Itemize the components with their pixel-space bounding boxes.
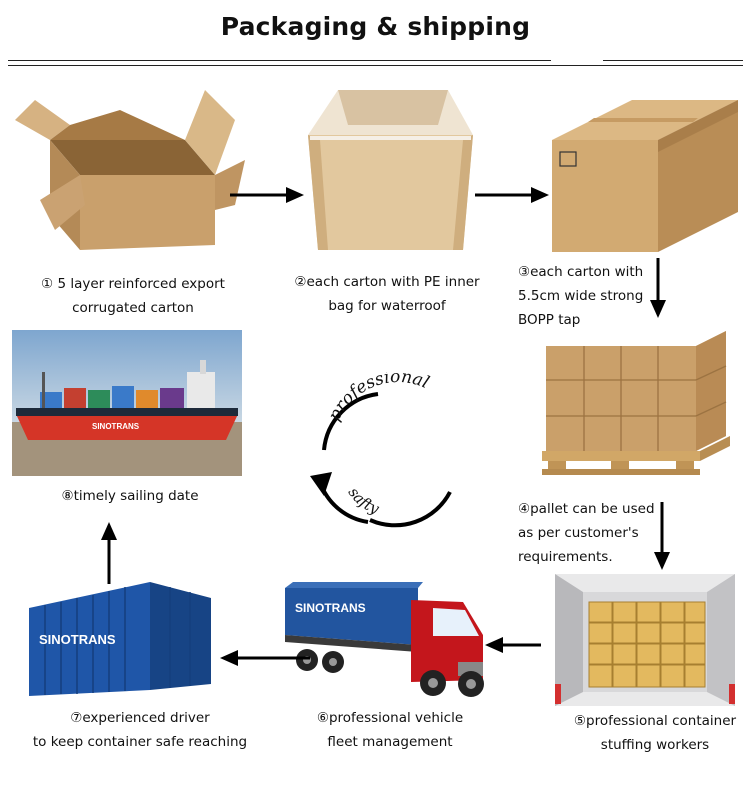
step-4-line-2: as per customer's xyxy=(518,521,678,545)
step-4-line-1: ④pallet can be used xyxy=(518,497,678,521)
ship-brand-text: SINOTRANS xyxy=(92,422,140,431)
sealed-carton-image xyxy=(548,92,746,260)
step-4-label: ④pallet can be used as per customer's re… xyxy=(518,497,678,569)
arrow-left-2 xyxy=(220,649,310,667)
step-5-line-2: stuffing workers xyxy=(560,733,750,757)
truck-brand-text: SINOTRANS xyxy=(295,601,366,615)
step-1-line-2: corrugated carton xyxy=(26,296,240,320)
carton-pe-bag-image xyxy=(298,80,488,255)
step-3-line-1: ③each carton with xyxy=(518,260,668,284)
step-3-line-3: BOPP tap xyxy=(518,308,668,332)
title-rule-top-left xyxy=(8,60,551,61)
cycle-top-word: professional xyxy=(324,372,432,424)
step-1-label: ① 5 layer reinforced export corrugated c… xyxy=(26,272,240,320)
arrow-right-2 xyxy=(475,186,551,204)
step-2-line-2: bag for waterroof xyxy=(287,294,487,318)
professional-safety-cycle: professional safty xyxy=(300,372,470,542)
container-brand-text: SINOTRANS xyxy=(39,632,116,647)
cycle-bottom-word: safty xyxy=(345,484,382,518)
arrow-up-1 xyxy=(100,522,118,584)
arrow-right-1 xyxy=(230,186,306,204)
open-carton-image xyxy=(10,80,250,260)
step-7-line-1: ⑦experienced driver xyxy=(20,706,260,730)
cycle-bottom-text: safty xyxy=(345,484,382,518)
step-4-line-3: requirements. xyxy=(518,545,678,569)
step-6-line-1: ⑥professional vehicle xyxy=(300,706,480,730)
step-5-label: ⑤professional container stuffing workers xyxy=(560,709,750,757)
step-3-line-2: 5.5cm wide strong xyxy=(518,284,668,308)
step-7-label: ⑦experienced driver to keep container sa… xyxy=(20,706,260,754)
step-6-line-2: fleet management xyxy=(300,730,480,754)
step-2-line-1: ②each carton with PE inner xyxy=(287,270,487,294)
page-title: Packaging & shipping xyxy=(0,12,751,41)
pallet-cartons-image xyxy=(536,326,734,476)
step-1-line-1: ① 5 layer reinforced export xyxy=(26,272,240,296)
container-truck-image: SINOTRANS xyxy=(283,580,493,705)
arrow-left-1 xyxy=(485,636,541,654)
shipping-container-image: SINOTRANS xyxy=(25,578,215,703)
step-6-label: ⑥professional vehicle fleet management xyxy=(300,706,480,754)
step-7-line-2: to keep container safe reaching xyxy=(20,730,260,754)
cargo-ship-image: SINOTRANS xyxy=(12,330,242,476)
title-rule-bottom xyxy=(8,65,743,66)
step-8-label: ⑧timely sailing date xyxy=(40,484,220,508)
container-stuffing-image xyxy=(555,574,735,706)
step-3-label: ③each carton with 5.5cm wide strong BOPP… xyxy=(518,260,668,332)
step-5-line-1: ⑤professional container xyxy=(560,709,750,733)
title-rule-top-right xyxy=(603,60,743,61)
step-2-label: ②each carton with PE inner bag for water… xyxy=(287,270,487,318)
step-8-line-1: ⑧timely sailing date xyxy=(40,484,220,508)
cycle-top-text: professional xyxy=(324,372,432,424)
